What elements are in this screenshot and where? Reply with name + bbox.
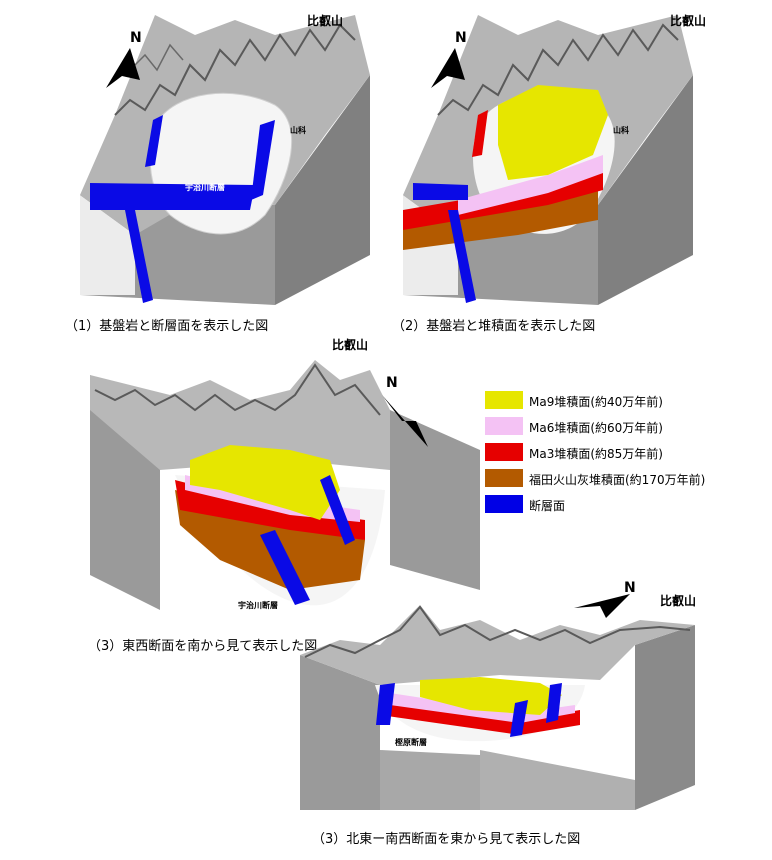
north-label: N [386, 375, 398, 391]
north-arrow-4: N [572, 580, 642, 650]
fault-label-kashiwara: 樫原断層 [395, 737, 427, 747]
north-arrow-icon [106, 48, 140, 88]
panel-3-illustration: 宇治川断層 [90, 360, 480, 610]
north-arrow-2: N [425, 30, 495, 100]
fault-plane-east [251, 120, 275, 200]
peak-label-hiei-4: 比叡山 [660, 594, 697, 608]
terrain-surface [300, 605, 695, 685]
caption-panel-1: （1）基盤岩と断層面を表示した図 [65, 319, 269, 334]
ridge-line [114, 23, 356, 116]
legend-label-ma9: Ma9堆積面(約40万年前) [529, 395, 663, 409]
legend-swatch-fukuda-ash [485, 469, 523, 487]
peak-label-hiei-3: 比叡山 [332, 338, 369, 352]
legend-label-ma6: Ma6堆積面(約60万年前) [529, 421, 663, 435]
fault-plane-ujigawa [413, 183, 468, 200]
peak-label-hiei-2: 比叡山 [670, 14, 707, 28]
fault-plane-middle [510, 700, 528, 737]
panel-4-ne-sw-section: 樫原断層 [300, 585, 700, 815]
peak-label-hiei-1: 比叡山 [307, 14, 344, 28]
ridge-line [304, 605, 691, 658]
terrain-surface [90, 360, 390, 470]
legend-swatch-ma6 [485, 417, 523, 435]
surface-ma9 [498, 85, 608, 180]
surface-ma3-west-edge [472, 110, 488, 157]
caption-panel-3: （3）東西断面を南から見て表示した図 [88, 639, 318, 654]
legend-item-ma9: Ma9堆積面(約40万年前) [485, 388, 755, 414]
fault-label-ujigawa: 宇治川断層 [185, 182, 225, 192]
legend-label-fault: 断層面 [529, 499, 566, 513]
caption-panel-4: （3）北東ー南西断面を東から見て表示した図 [312, 832, 581, 847]
section-floor-right [480, 750, 635, 810]
legend-swatch-ma3 [485, 443, 523, 461]
north-label: N [130, 30, 142, 46]
north-arrow-1: N [100, 30, 170, 100]
legend-label-fukuda-ash: 福田火山灰堆積面(約170万年前) [529, 473, 706, 487]
fault-plane-kashiwara [376, 683, 395, 725]
section-floor-front [380, 750, 480, 810]
fault-plane-ujigawa [260, 530, 310, 605]
panel-4-illustration: 樫原断層 [300, 605, 695, 810]
north-arrow-3: N [378, 375, 448, 447]
block-east-face [275, 75, 370, 305]
legend-item-ma6: Ma6堆積面(約60万年前) [485, 414, 755, 440]
fault-trace-south [125, 210, 153, 303]
panel-2-illustration: 山科 [403, 15, 693, 305]
ridge-line [94, 363, 381, 416]
surface-ma9 [190, 445, 340, 520]
north-arrow-icon [382, 395, 428, 447]
legend-item-fault: 断層面 [485, 492, 755, 518]
legend-swatch-fault [485, 495, 523, 513]
block-west-face [80, 195, 135, 295]
block-east-face [598, 75, 693, 305]
surface-ma6 [458, 155, 603, 215]
legend-label-ma3: Ma3堆積面(約85万年前) [529, 447, 663, 461]
panel-1-basement-faults: 宇治川断層 山科 [75, 5, 375, 305]
ridge-line-2 [134, 43, 184, 72]
section-sw-wall [300, 655, 380, 810]
fault-label-ujigawa: 宇治川断層 [238, 600, 278, 610]
place-label-yamashina: 山科 [290, 125, 306, 135]
north-label: N [624, 580, 636, 596]
north-arrow-icon [431, 48, 465, 88]
place-label-yamashina: 山科 [613, 125, 629, 135]
legend-item-fukuda-ash: 福田火山灰堆積面(約170万年前) [485, 466, 755, 492]
panel-1-illustration: 宇治川断層 山科 [80, 15, 370, 305]
fault-plane-east [320, 475, 355, 545]
section-east-wall [390, 410, 480, 590]
legend: Ma9堆積面(約40万年前) Ma6堆積面(約60万年前) Ma3堆積面(約85… [485, 388, 755, 518]
section-ne-wall [635, 625, 695, 810]
fault-trace-south [448, 210, 476, 303]
ridge-line [437, 23, 679, 116]
fault-plane-east [546, 683, 562, 723]
legend-swatch-ma9 [485, 391, 523, 409]
panel-3-ew-section: 宇治川断層 [90, 350, 480, 620]
fault-plane-west [145, 115, 163, 167]
legend-item-ma3: Ma3堆積面(約85万年前) [485, 440, 755, 466]
caption-panel-2: （2）基盤岩と堆積面を表示した図 [392, 319, 596, 334]
panel-2-basement-surfaces: 山科 [398, 5, 698, 305]
north-arrow-icon [574, 594, 630, 618]
north-label: N [455, 30, 467, 46]
fault-plane-ujigawa [90, 183, 255, 210]
